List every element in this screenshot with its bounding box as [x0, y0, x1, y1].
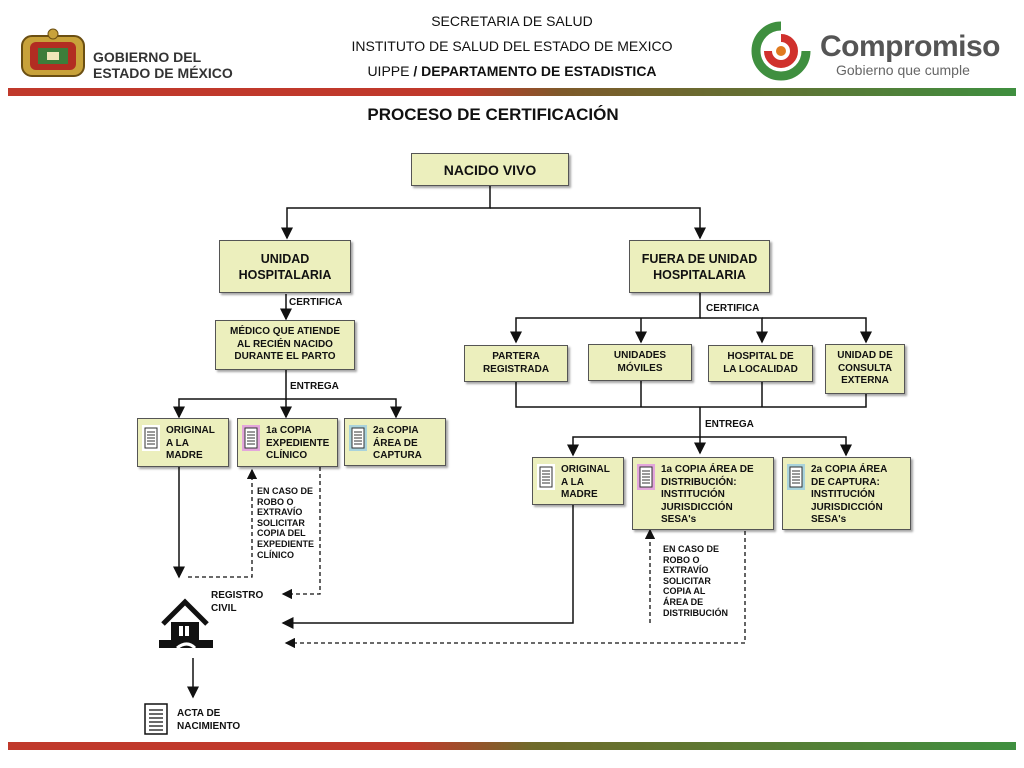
header-line-3-bold: / DEPARTAMENTO DE ESTADISTICA: [413, 63, 657, 79]
label-entrega-left: ENTREGA: [290, 381, 339, 392]
compromiso-swirl-icon: [750, 20, 812, 82]
node-hospital-localidad: HOSPITAL DE LA LOCALIDAD: [708, 345, 813, 382]
right-logo-subtitle: Gobierno que cumple: [836, 62, 970, 78]
registro-civil-label: REGISTRO CIVIL: [211, 590, 264, 614]
document-icon: [537, 464, 555, 490]
doc-right-copia2: 2a COPIA ÁREA DE CAPTURA: INSTITUCIÓN JU…: [782, 457, 911, 530]
doc-right-original-label: ORIGINAL A LA MADRE: [561, 464, 610, 500]
doc-right-original: ORIGINAL A LA MADRE: [532, 457, 624, 505]
doc-left-copia1: 1a COPIA EXPEDIENTE CLÍNICO: [237, 418, 338, 467]
doc-right-copia2-label: 2a COPIA ÁREA DE CAPTURA: INSTITUCIÓN JU…: [811, 464, 888, 525]
header-line-1: SECRETARIA DE SALUD: [431, 13, 593, 29]
footer-divider: [8, 742, 1016, 750]
acta-nacimiento-label: ACTA DE NACIMIENTO: [177, 708, 241, 732]
right-logo-title: Compromiso: [820, 30, 1001, 63]
document-icon: [144, 703, 168, 735]
label-certifica-left: CERTIFICA: [289, 297, 343, 308]
left-logo-line1: GOBIERNO DEL: [93, 49, 202, 65]
node-nacido-vivo: NACIDO VIVO: [411, 153, 569, 186]
document-icon: [142, 425, 160, 451]
note-right-robo: EN CASO DE ROBO O EXTRAVÍO SOLICITAR COP…: [663, 544, 728, 618]
doc-right-copia1-label: 1a COPIA ÁREA DE DISTRIBUCIÓN: INSTITUCI…: [661, 464, 754, 525]
node-partera-registrada: PARTERA REGISTRADA: [464, 345, 568, 382]
page-title: PROCESO DE CERTIFICACIÓN: [367, 105, 619, 124]
house-icon: [157, 596, 215, 652]
coat-of-arms-icon: [20, 28, 86, 80]
header-line-2: INSTITUTO DE SALUD DEL ESTADO DE MEXICO: [351, 38, 673, 54]
node-medico: MÉDICO QUE ATIENDE AL RECIÉN NACIDO DURA…: [215, 320, 355, 370]
doc-left-original-label: ORIGINAL A LA MADRE: [166, 425, 215, 461]
document-icon: [349, 425, 367, 451]
doc-left-copia2-label: 2a COPIA ÁREA DE CAPTURA: [373, 425, 422, 461]
node-unidades-moviles: UNIDADES MÓVILES: [588, 344, 692, 381]
note-left-robo: EN CASO DE ROBO O EXTRAVÍO SOLICITAR COP…: [257, 486, 315, 560]
node-fuera-unidad-hospitalaria: FUERA DE UNIDAD HOSPITALARIA: [629, 240, 770, 293]
doc-left-copia1-label: 1a COPIA EXPEDIENTE CLÍNICO: [266, 425, 330, 461]
header-line-3-prefix: UIPPE: [367, 63, 414, 79]
document-icon: [242, 425, 260, 451]
document-icon: [637, 464, 655, 490]
doc-left-copia2: 2a COPIA ÁREA DE CAPTURA: [344, 418, 446, 466]
node-unidad-hospitalaria: UNIDAD HOSPITALARIA: [219, 240, 351, 293]
header-line-3: UIPPE / DEPARTAMENTO DE ESTADISTICA: [0, 63, 1024, 79]
doc-right-copia1: 1a COPIA ÁREA DE DISTRIBUCIÓN: INSTITUCI…: [632, 457, 774, 530]
header-divider: [8, 88, 1016, 96]
label-entrega-right: ENTREGA: [705, 419, 754, 430]
node-unidad-consulta-externa: UNIDAD DE CONSULTA EXTERNA: [825, 344, 905, 394]
document-icon: [787, 464, 805, 490]
left-logo-line2: ESTADO DE MÉXICO: [93, 65, 233, 81]
label-certifica-right: CERTIFICA: [706, 303, 760, 314]
doc-left-original: ORIGINAL A LA MADRE: [137, 418, 229, 467]
